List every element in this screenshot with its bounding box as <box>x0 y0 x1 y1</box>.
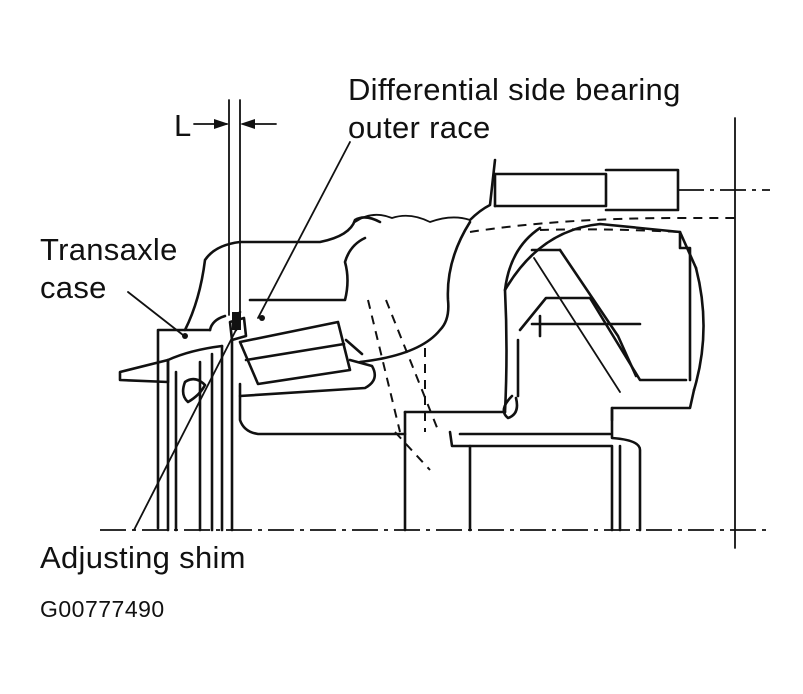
hidden-lines <box>367 217 735 471</box>
outer-race-label-line2: outer race <box>348 110 491 145</box>
transaxle-case-label-line1: Transaxle <box>40 232 178 267</box>
leader-case <box>127 291 184 336</box>
outer-race-label-line1: Differential side bearing <box>348 72 681 107</box>
leader-dot-race <box>259 315 265 321</box>
transaxle-case <box>118 158 497 532</box>
leader-outer-race <box>257 141 351 319</box>
bearing-outer-race <box>228 310 407 436</box>
leader-dot-case <box>182 333 188 339</box>
adjusting-shim <box>232 312 241 330</box>
output-shaft <box>493 168 680 212</box>
differential-case <box>358 220 705 532</box>
adjusting-shim-label: Adjusting shim <box>40 540 246 575</box>
transaxle-case-label-line2: case <box>40 270 107 305</box>
dimension-l-label: L <box>174 108 192 143</box>
dimension-l-marker <box>193 99 277 316</box>
leader-shim <box>133 329 237 531</box>
figure-id: G00777490 <box>40 596 165 622</box>
